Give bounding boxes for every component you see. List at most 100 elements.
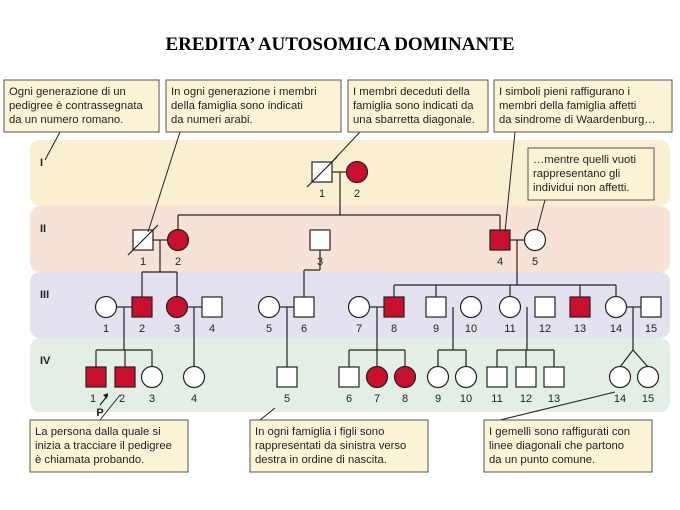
individual-number: 11 <box>504 323 515 335</box>
male-symbol-II-4 <box>489 229 511 251</box>
female-symbol-III-3 <box>165 295 189 319</box>
generation-label-IV: IV <box>40 355 51 367</box>
individual-number: 2 <box>354 188 360 200</box>
individual-number: 2 <box>175 256 181 268</box>
male-symbol-III-6 <box>293 296 315 318</box>
male-symbol-III-15 <box>640 296 662 318</box>
individual-number: 2 <box>139 323 145 335</box>
female-symbol-IV-9 <box>426 365 450 389</box>
callout-pointer <box>536 199 546 231</box>
individual-number: 5 <box>266 323 272 335</box>
callout-box <box>347 79 489 133</box>
deceased-slash <box>127 224 159 256</box>
callout-box <box>165 79 342 133</box>
individual-number: 12 <box>520 393 532 405</box>
individual-number: 4 <box>209 323 215 335</box>
male-symbol-II-3 <box>309 229 331 251</box>
callout-text: rappresentano gli <box>533 168 620 180</box>
female-symbol-I-2 <box>345 160 369 184</box>
callout-text: famiglia sono indicati da <box>353 100 474 112</box>
individual-number: 14 <box>614 393 626 405</box>
female-symbol-IV-15 <box>636 365 660 389</box>
individual-number: 2 <box>119 393 125 405</box>
female-symbol-III-1 <box>94 295 118 319</box>
male-symbol-IV-5 <box>276 366 298 388</box>
male-symbol-III-12 <box>534 296 556 318</box>
individual-number: 13 <box>574 323 586 335</box>
male-symbol-III-9 <box>425 296 447 318</box>
female-symbol-III-11 <box>498 295 522 319</box>
individual-number: 10 <box>460 393 472 405</box>
individual-number: 5 <box>532 256 538 268</box>
callout-text: I membri deceduti della <box>353 86 471 98</box>
callout-pointer <box>499 391 616 421</box>
callout-pointer <box>504 131 516 233</box>
individual-number: 7 <box>374 393 380 405</box>
callout-text: inizia a tracciare il pedigree <box>35 440 172 452</box>
callout-text: della famiglia sono indicati <box>171 100 303 112</box>
individual-number: 15 <box>645 323 657 335</box>
individual-number: 8 <box>391 323 397 335</box>
callout-text: destra in ordine di nascita. <box>255 454 387 466</box>
individual-number: 9 <box>435 393 441 405</box>
twin-line <box>632 349 649 368</box>
individual-number: 6 <box>346 393 352 405</box>
callout-text: I gemelli sono raffigurati con <box>489 426 630 438</box>
callout-pointer <box>99 394 121 421</box>
callout-text: …mentre quelli vuoti <box>533 154 636 166</box>
individual-number: 14 <box>610 323 622 335</box>
female-symbol-III-14 <box>604 295 628 319</box>
generation-label-II: II <box>40 223 46 235</box>
female-symbol-II-2 <box>166 228 190 252</box>
individual-number: 5 <box>284 393 290 405</box>
callout-text: è chiamata probando. <box>35 454 144 466</box>
individual-number: 1 <box>319 188 325 200</box>
proband-label: P <box>96 407 103 419</box>
individual-symbols <box>85 156 662 389</box>
callout-text: da un punto comune. <box>489 454 595 466</box>
female-symbol-IV-8 <box>393 365 417 389</box>
individual-number: 3 <box>317 256 323 268</box>
individual-number: 11 <box>491 393 502 405</box>
callout-pointer <box>327 131 361 167</box>
male-symbol-IV-13 <box>543 366 565 388</box>
callout-text: Ogni generazione di un <box>9 86 126 98</box>
callout-pointer <box>259 407 276 421</box>
callout-text: da un numero romano. <box>9 114 123 126</box>
connecting-lines <box>95 171 649 368</box>
male-symbol-IV-11 <box>486 366 508 388</box>
female-symbol-II-5 <box>523 228 547 252</box>
male-symbol-IV-1 <box>85 366 107 388</box>
generation-label-I: I <box>40 157 43 169</box>
callout-text: da sindrome di Waardenburg… <box>499 114 656 126</box>
female-symbol-III-10 <box>459 295 483 319</box>
callout-pointer <box>44 131 61 161</box>
male-symbol-IV-6 <box>338 366 360 388</box>
callout-text: rappresentati da sinistra verso <box>255 440 406 452</box>
female-symbol-IV-3 <box>140 365 164 389</box>
callout-text: I simboli pieni raffigurano i <box>499 86 630 98</box>
callout-pointer <box>147 131 181 233</box>
male-symbol-IV-12 <box>515 366 537 388</box>
female-symbol-IV-7 <box>365 365 389 389</box>
twin-line <box>619 349 634 368</box>
male-symbol-III-2 <box>131 296 153 318</box>
individual-number: 1 <box>103 323 109 335</box>
callout-text: La persona dalla quale si <box>35 426 161 438</box>
generation-band-II <box>30 206 670 272</box>
female-symbol-III-5 <box>257 295 281 319</box>
male-symbol-III-8 <box>383 296 405 318</box>
individual-number: 1 <box>140 256 146 268</box>
individual-number: 7 <box>356 323 362 335</box>
female-symbol-IV-14 <box>608 365 632 389</box>
female-symbol-IV-10 <box>454 365 478 389</box>
callout-box <box>527 147 655 201</box>
individual-number: 3 <box>149 393 155 405</box>
male-symbol-III-13 <box>569 296 591 318</box>
individual-number: 15 <box>642 393 654 405</box>
individual-number: 1 <box>90 393 96 405</box>
callout-box <box>493 79 673 133</box>
proband-arrowhead <box>103 393 108 399</box>
callout-text: una sbarretta diagonale. <box>353 114 475 126</box>
